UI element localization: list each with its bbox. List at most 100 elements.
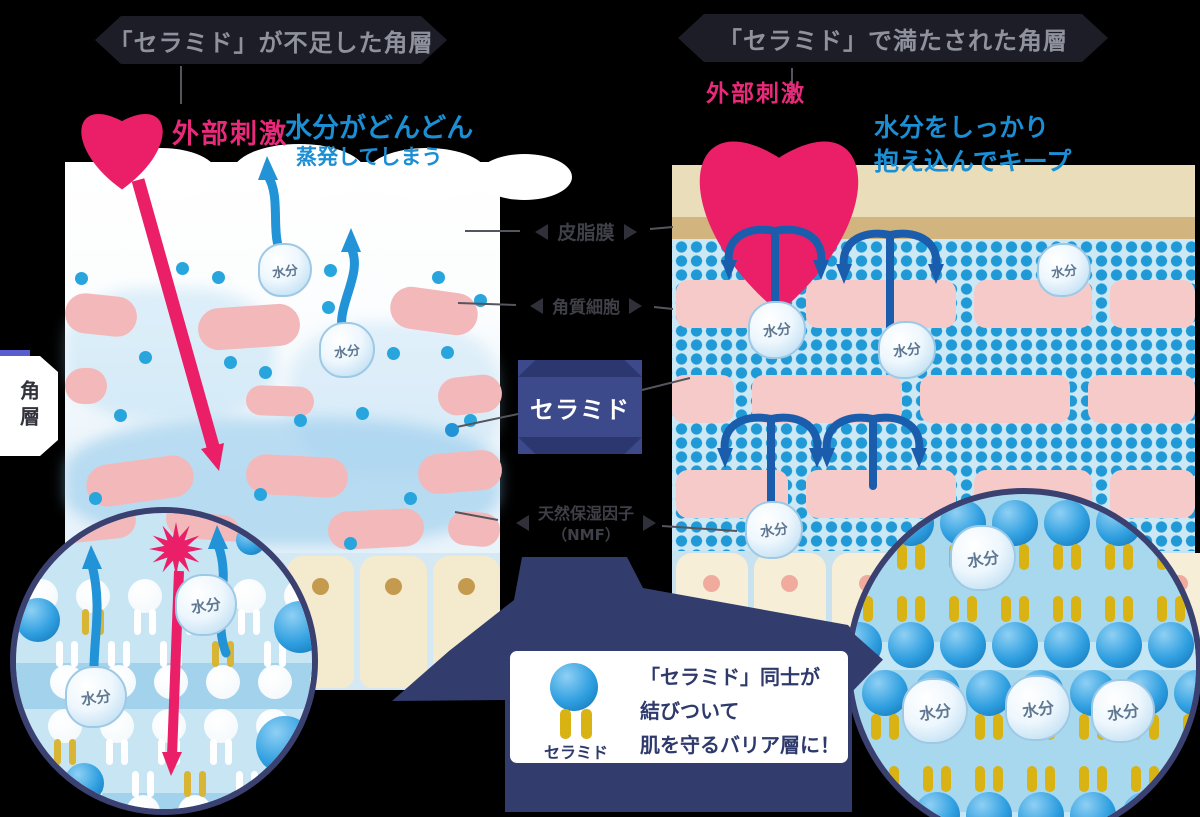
ceramide-icon-label: セラミド [543,743,608,762]
arrow-left-icon [530,297,543,314]
water-droplet-label: 水分 [762,321,793,341]
ceramide-leg [1131,766,1141,792]
lipid-pin-leg [147,771,154,797]
ceramide-leg [1071,596,1081,622]
ceramide-dot [432,271,445,284]
ceramide-dot [441,346,454,359]
cell-nucleus [458,578,475,595]
damaged-lipid-zoom-circle: 水分水分 [10,507,318,815]
lipid-pin-head [128,579,162,613]
lipid-pin-leg [132,771,139,797]
label-sebum-film: 皮脂膜 [500,218,672,245]
ceramide-callout-bubble: セラミド 「セラミド」同士が 結びついて 肌を守るバリア層に！ [507,648,851,766]
ceramide-leg [1149,766,1159,792]
water-droplet: 水分 [1005,675,1071,741]
callout-line2: 結びついて [640,699,740,723]
ceramide-leg [1149,714,1159,740]
right-note-line1: 水分をしっかり [874,113,1050,142]
ceramide-leg [941,766,951,792]
cell-nucleus [312,578,329,595]
lipid-pin-leg [149,609,156,635]
ceramide-sphere [1174,670,1196,716]
ceramide-sphere [940,622,986,668]
ceramide-leg [852,596,855,622]
water-droplet-label: 水分 [1021,697,1056,722]
ceramide-sphere [1148,500,1194,546]
ceramide-dot [387,347,400,360]
lipid-pin-leg [82,609,89,635]
ceramide-sphere [862,670,908,716]
lipid-pin-head [258,665,292,699]
lipid-pin-leg [71,641,78,667]
left-title-banner: 「セラミド」が不足した角層 [95,16,447,64]
ceramide-dot [404,492,417,505]
water-droplet-label: 水分 [918,700,953,725]
ceramide-leg [897,544,907,570]
water-droplet: 水分 [745,501,803,559]
ceramide-sphere [1096,622,1142,668]
ceramide-leg [923,766,933,792]
left-note-line2: 蒸発してしまう [296,145,443,169]
skin-surface-bump [477,154,572,200]
ceramide-sphere [1148,622,1194,668]
ceramide-dot [212,271,225,284]
ceramide-sphere [1044,622,1090,668]
ceramide-leg [1183,714,1193,740]
lipid-pin-leg [134,609,141,635]
ceramide-leg [993,766,1003,792]
ceramide-sphere [1174,792,1196,817]
ceramide-leg [993,714,1003,740]
lipid-pin-leg [210,739,217,765]
label-corneocyte: 角質細胞 [500,293,672,318]
right-title-banner: 「セラミド」で満たされた角層 [678,14,1108,62]
zoom-circle-arrows [82,522,231,776]
water-droplet: 水分 [748,301,806,359]
stratum-corneum-tag: 角層 [0,356,58,456]
ceramide-sphere [914,792,960,817]
ceramide-leg [863,544,873,570]
lipid-pin-head [230,795,264,809]
water-droplet: 水分 [950,525,1016,591]
lipid-pin-leg [303,771,310,797]
lipid-pin-head [308,709,312,743]
ceramide-leg [1079,714,1089,740]
right-title: 「セラミド」で満たされた角層 [718,26,1068,55]
ceramide-dot [75,272,88,285]
water-droplet: 水分 [878,321,936,379]
lipid-pin-leg [225,739,232,765]
ceramide-leg [915,544,925,570]
lipid-pin-leg [160,641,167,667]
water-droplet: 水分 [1091,679,1155,743]
lipid-pin-leg [238,609,245,635]
arrow-right-icon [623,223,637,240]
lipid-pin-head [126,795,160,809]
lipid-pin-leg [253,609,260,635]
ceramide-leg [1105,544,1115,570]
ceramide-sphere [64,763,104,803]
ceramide-sphere [992,622,1038,668]
skin-surface-bump [233,144,365,200]
water-droplet-label: 水分 [892,341,923,361]
ceramide-sphere [1044,500,1090,546]
ceramide-leg [1097,766,1107,792]
ceramide-leg [1027,766,1037,792]
ceramide-leg [897,596,907,622]
arrow-left-icon [515,514,529,531]
basal-cell [360,556,427,688]
ceramide-leg [1157,544,1167,570]
lipid-pin-head [282,795,312,809]
lipid-pin-head [206,665,240,699]
ceramide-dot [224,356,237,369]
ceramide-leg [1053,596,1063,622]
right-stimulus-label: 外部刺激 [706,81,806,107]
lipid-pin-leg [123,641,130,667]
healthy-lipid-zoom-circle: 水分水分水分水分 [846,488,1200,817]
ceramide-leg [863,596,873,622]
ceramide-leg [975,714,985,740]
ceramide-leg [871,766,881,792]
lipid-pin-leg [121,739,128,765]
corneocyte-brick [806,470,956,518]
ceramide-leg [1175,596,1185,622]
lipid-pin-leg [56,641,63,667]
